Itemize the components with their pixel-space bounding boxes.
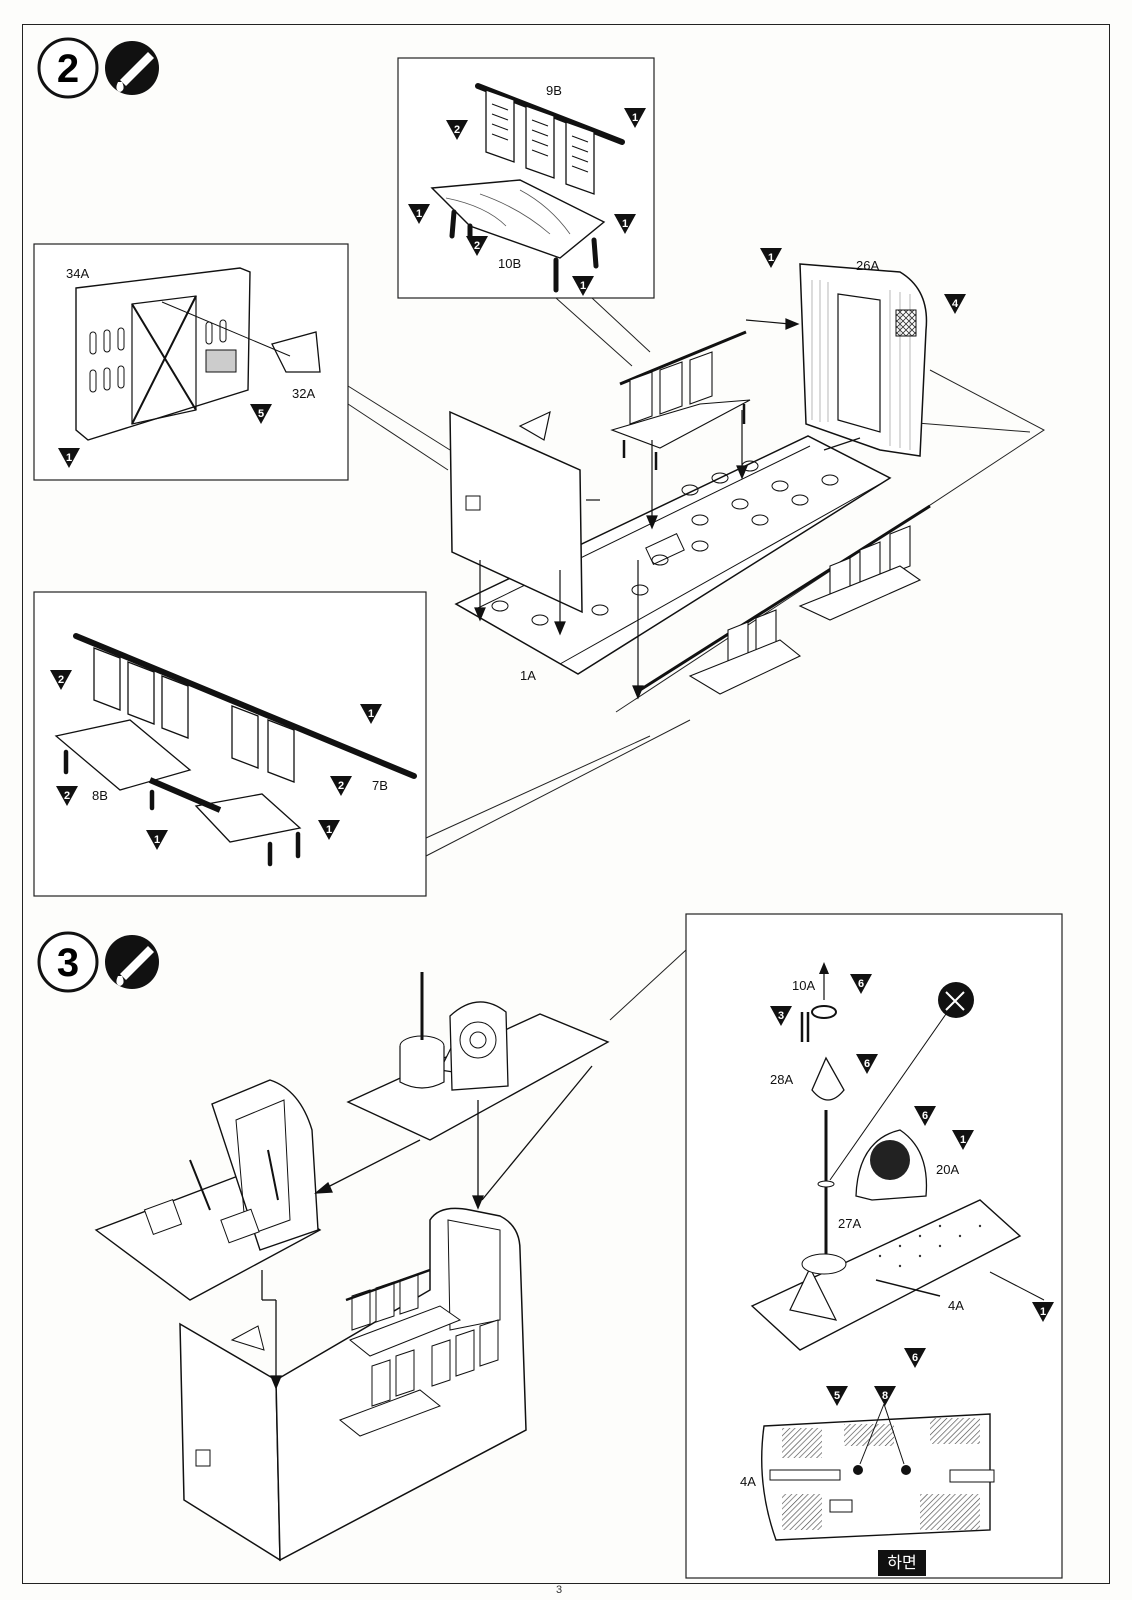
part-label-20a: 20A <box>936 1162 959 1177</box>
callout-marker: 2 <box>330 776 352 796</box>
page-border <box>22 24 1110 1584</box>
svg-text:5: 5 <box>258 408 264 420</box>
part-label-27a: 27A <box>838 1216 861 1231</box>
part-label-32a: 32A <box>292 386 315 401</box>
part-label-8b: 8B <box>92 788 108 803</box>
part-label-28a: 28A <box>770 1072 793 1087</box>
callout-marker: 1 <box>318 820 340 840</box>
callout-marker: 5 <box>250 404 272 424</box>
step-2: 2 <box>33 37 1045 897</box>
callout-marker: 5 <box>826 1386 848 1406</box>
svg-text:8: 8 <box>882 1390 888 1402</box>
inset-bench-9-10: 9B 10B <box>397 57 655 299</box>
callout-marker: 1 <box>952 1130 974 1150</box>
svg-text:2: 2 <box>64 790 70 802</box>
callout-marker: 6 <box>856 1054 878 1074</box>
svg-text:1: 1 <box>1040 1306 1046 1318</box>
callout-marker: 3 <box>770 1006 792 1026</box>
svg-text:1: 1 <box>66 452 72 464</box>
svg-text:3: 3 <box>778 1010 784 1022</box>
callout-marker: 2 <box>466 236 488 256</box>
callout-marker: 1 <box>624 108 646 128</box>
svg-text:2: 2 <box>454 124 460 136</box>
inset-bulkhead-34: 34A 32A <box>33 243 349 481</box>
part-label-4a-bottom: 4A <box>740 1474 756 1489</box>
step-2-number: 2 <box>57 47 79 91</box>
main-assembly-step-2: 26A 1A <box>449 258 931 700</box>
page-number: 3 <box>556 1584 563 1596</box>
no-glue-icon <box>938 982 974 1018</box>
callout-marker: 1 <box>146 830 168 850</box>
part-label-9b: 9B <box>546 83 562 98</box>
svg-text:1: 1 <box>580 280 586 292</box>
inset-bench-7-8: 8B 7B <box>33 591 427 897</box>
step-2-circle <box>37 37 99 99</box>
part-label-1a: 1A <box>520 668 536 683</box>
part-label-10b: 10B <box>498 256 521 271</box>
callout-marker: 1 <box>360 704 382 724</box>
part-label-7b: 7B <box>372 778 388 793</box>
svg-text:2: 2 <box>474 240 480 252</box>
svg-text:6: 6 <box>922 1110 928 1122</box>
callout-marker: 2 <box>56 786 78 806</box>
callout-marker: 1 <box>760 248 782 268</box>
part-label-34a: 34A <box>66 266 89 281</box>
glue-icon <box>105 41 159 95</box>
part-label-4a: 4A <box>948 1298 964 1313</box>
callout-marker: 6 <box>914 1106 936 1126</box>
callout-marker: 2 <box>50 670 72 690</box>
callout-marker: 1 <box>58 448 80 468</box>
callout-marker: 1 <box>572 276 594 296</box>
svg-text:1: 1 <box>416 208 422 220</box>
callout-marker: 6 <box>904 1348 926 1368</box>
step-3: 3 <box>37 913 1063 1579</box>
svg-text:1: 1 <box>768 252 774 264</box>
svg-text:4: 4 <box>952 298 959 310</box>
part-label-26a: 26A <box>856 258 879 273</box>
callout-marker: 4 <box>944 294 966 314</box>
svg-text:6: 6 <box>858 978 864 990</box>
callouts: 2 1 1 2 1 1 5 1 2 1 2 2 1 1 1 4 6 3 6 6 … <box>50 108 1054 1406</box>
svg-text:1: 1 <box>154 834 160 846</box>
assembly-cockpit <box>94 1079 322 1301</box>
callout-marker: 1 <box>614 214 636 234</box>
bottom-view-label: 하면 <box>878 1550 926 1576</box>
svg-text:5: 5 <box>834 1390 840 1402</box>
inset-step-3-parts: 10A 28A 20A 27A 4A <box>750 962 1045 1351</box>
callout-marker: 6 <box>850 974 872 994</box>
assembly-arrows <box>261 1065 593 1390</box>
svg-text:1: 1 <box>326 824 332 836</box>
step-3-number: 3 <box>57 941 79 985</box>
callout-marker: 2 <box>446 120 468 140</box>
svg-text:6: 6 <box>864 1058 870 1070</box>
svg-text:1: 1 <box>368 708 374 720</box>
svg-text:1: 1 <box>960 1134 966 1146</box>
part-label-10a: 10A <box>792 978 815 993</box>
assembly-nose-deck <box>346 972 610 1141</box>
svg-text:2: 2 <box>338 780 344 792</box>
svg-text:1: 1 <box>622 218 628 230</box>
svg-text:6: 6 <box>912 1352 918 1364</box>
callout-marker: 1 <box>408 204 430 224</box>
bottom-view: 4A <box>740 1403 995 1541</box>
svg-text:1: 1 <box>632 112 638 124</box>
glue-icon <box>105 935 159 989</box>
svg-text:2: 2 <box>58 674 64 686</box>
assembly-fuselage <box>179 1207 527 1562</box>
callout-marker: 1 <box>1032 1302 1054 1322</box>
callout-marker: 8 <box>874 1386 896 1406</box>
step-3-circle <box>37 931 99 993</box>
